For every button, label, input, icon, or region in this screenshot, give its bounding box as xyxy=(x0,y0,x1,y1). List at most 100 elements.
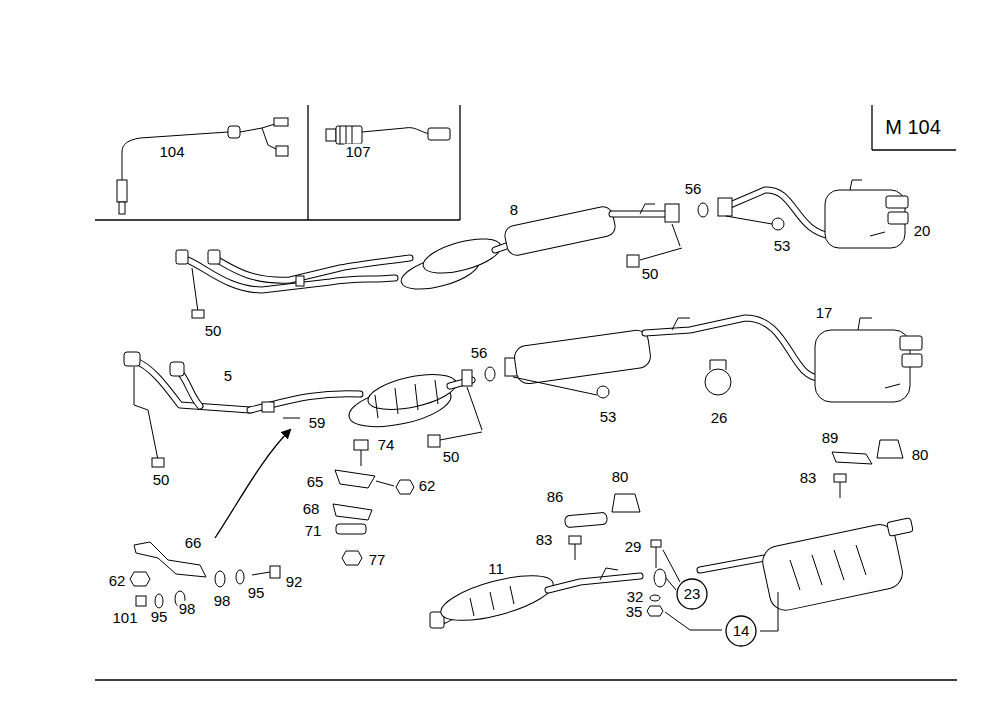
muffler xyxy=(503,205,617,257)
callout-number: 101 xyxy=(111,610,138,627)
nut xyxy=(647,606,663,616)
rubber-bush xyxy=(215,571,225,587)
bolt xyxy=(656,547,657,568)
callout-number: 11 xyxy=(487,561,505,578)
frame-line xyxy=(95,219,460,220)
flange xyxy=(176,250,188,264)
nut xyxy=(396,480,414,494)
bolt-head xyxy=(354,440,368,450)
sensor-tip xyxy=(326,129,336,141)
callout-number: 98 xyxy=(213,593,232,610)
frame-line xyxy=(95,679,957,680)
muffler xyxy=(760,522,906,614)
hanger xyxy=(672,318,690,330)
pipe-clamp xyxy=(705,369,731,395)
bolt-head xyxy=(270,566,280,578)
hanger-plate xyxy=(565,512,608,528)
callout-circle-outline xyxy=(677,579,707,609)
frame-line xyxy=(307,105,308,220)
muffler xyxy=(815,330,910,402)
callout-number: 98 xyxy=(178,601,197,618)
nut xyxy=(772,218,784,230)
seal-ring xyxy=(698,203,708,217)
bolt xyxy=(440,432,482,440)
washer xyxy=(236,570,244,584)
flange xyxy=(124,352,140,366)
bracket-plate xyxy=(335,470,375,488)
bracket xyxy=(262,402,274,412)
hanger-plate xyxy=(832,452,872,464)
leader-line xyxy=(760,592,778,631)
frame-line xyxy=(872,149,956,150)
catalytic-converter xyxy=(365,368,459,416)
connector xyxy=(274,118,288,126)
leader-line xyxy=(663,550,680,582)
oxygen-sensor xyxy=(117,118,288,214)
callout-number: 62 xyxy=(108,573,127,590)
sensor-body xyxy=(336,126,362,144)
callout-number: 56 xyxy=(684,181,703,198)
connector xyxy=(428,128,450,140)
tailpipe xyxy=(900,336,922,350)
callout-number: 68 xyxy=(302,501,321,518)
leader-line xyxy=(513,377,597,395)
bolt-head xyxy=(192,310,204,318)
leader-line xyxy=(726,216,772,224)
leader-line xyxy=(467,387,482,430)
hanger xyxy=(858,318,900,388)
rubber-hanger xyxy=(877,440,903,458)
sensor-boss xyxy=(296,276,304,286)
callout-number: 71 xyxy=(304,523,323,540)
callout-number: 23 xyxy=(676,578,708,610)
callout-number: 26 xyxy=(710,410,729,427)
callout-number: 95 xyxy=(150,609,169,626)
bolt-head xyxy=(627,255,639,267)
sensor-cable xyxy=(240,124,278,150)
catalytic-converter xyxy=(420,232,505,280)
callout-number: 29 xyxy=(624,539,643,556)
thread xyxy=(340,126,352,144)
pointer-arrow xyxy=(215,430,290,538)
leader-line xyxy=(666,578,676,590)
callout-number: 8 xyxy=(509,202,519,219)
callout-number: 35 xyxy=(625,604,644,621)
exhaust-system xyxy=(430,518,913,631)
muffler-rib xyxy=(790,545,866,590)
callout-number: 20 xyxy=(913,223,932,240)
nut xyxy=(597,386,609,398)
sensor-tip xyxy=(119,202,125,214)
diagram-title: M 104 xyxy=(885,116,941,139)
callout-number: 14 xyxy=(725,615,757,647)
callout-number: 59 xyxy=(308,415,327,432)
callout-number: 62 xyxy=(418,478,437,495)
nut xyxy=(130,572,150,586)
flange xyxy=(462,370,472,386)
sensor-body xyxy=(117,180,127,202)
leader-line xyxy=(134,367,135,405)
clamp-bolt xyxy=(710,360,726,370)
sensor-cable xyxy=(122,132,228,180)
flange xyxy=(170,362,184,376)
callout-number: 107 xyxy=(344,144,371,161)
connector xyxy=(276,146,288,156)
bolt xyxy=(840,482,841,498)
bolt xyxy=(192,268,198,312)
callout-number: 77 xyxy=(368,552,387,569)
rubber-hanger xyxy=(612,494,640,512)
hanger xyxy=(600,568,618,580)
bolt xyxy=(148,410,158,460)
bolt-head xyxy=(152,458,164,467)
nut xyxy=(342,551,362,565)
callout-number: 17 xyxy=(815,305,834,322)
tailpipe xyxy=(886,196,908,208)
bolt-head xyxy=(569,536,581,544)
circled-callout: 23 xyxy=(676,578,708,610)
callout-number: 86 xyxy=(546,489,565,506)
frame-line xyxy=(871,105,872,150)
callout-number: 56 xyxy=(470,345,489,362)
flange xyxy=(665,204,679,222)
callout-number: 92 xyxy=(285,574,304,591)
leader-line xyxy=(672,224,680,246)
callout-number: 50 xyxy=(442,449,461,466)
